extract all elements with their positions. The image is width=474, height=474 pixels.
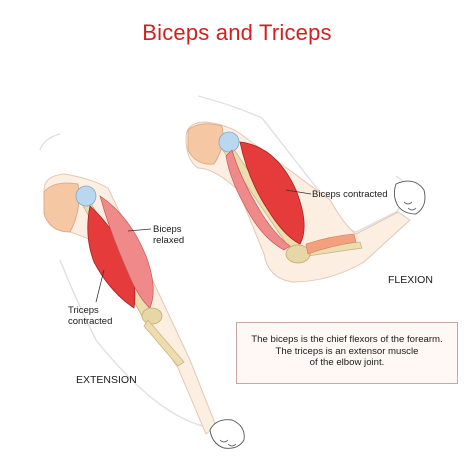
flexion-forearm-muscle (305, 233, 357, 255)
extension-scapula (43, 182, 80, 233)
extension-fist-knuckles (219, 439, 237, 447)
label-biceps-relaxed: Biceps relaxed (153, 224, 184, 246)
extension-arm-outline (39, 133, 213, 429)
label-biceps-contracted: Biceps contracted (312, 189, 388, 200)
info-box: The biceps is the chief flexors of the f… (236, 322, 458, 384)
label-biceps-relaxed-line1: Biceps (153, 224, 182, 235)
extension-arm (39, 133, 245, 449)
label-triceps-contracted: Triceps contracted (68, 305, 112, 327)
flexion-arm (185, 95, 426, 283)
extension-shoulder-joint (75, 185, 97, 207)
extension-forearm-bones (143, 319, 185, 367)
flexion-shoulder-joint (218, 131, 240, 153)
label-biceps-relaxed-line2: relaxed (153, 235, 185, 246)
label-triceps-contracted-line2: contracted (68, 316, 113, 327)
extension-elbow-joint (141, 307, 163, 325)
label-triceps-contracted-line1: Triceps (68, 305, 99, 316)
diagram-title: Biceps and Triceps (142, 20, 332, 45)
leader-biceps-contracted (285, 189, 312, 195)
flexion-fist-knuckles (403, 201, 417, 211)
leader-triceps-contracted (95, 269, 105, 303)
info-line-3: of the elbow joint. (309, 357, 385, 368)
flexion-biceps (239, 141, 305, 245)
info-line-1: The biceps is the chief flexors of the f… (251, 334, 443, 345)
flexion-triceps (225, 149, 291, 251)
info-line-2: The triceps is an extensor muscle (275, 345, 419, 357)
label-extension: EXTENSION (76, 374, 137, 386)
flexion-elbow-joint (285, 244, 311, 264)
flexion-fist (393, 180, 426, 215)
extension-fist (209, 419, 245, 449)
label-flexion: FLEXION (388, 274, 433, 286)
leader-biceps-relaxed (127, 228, 152, 232)
